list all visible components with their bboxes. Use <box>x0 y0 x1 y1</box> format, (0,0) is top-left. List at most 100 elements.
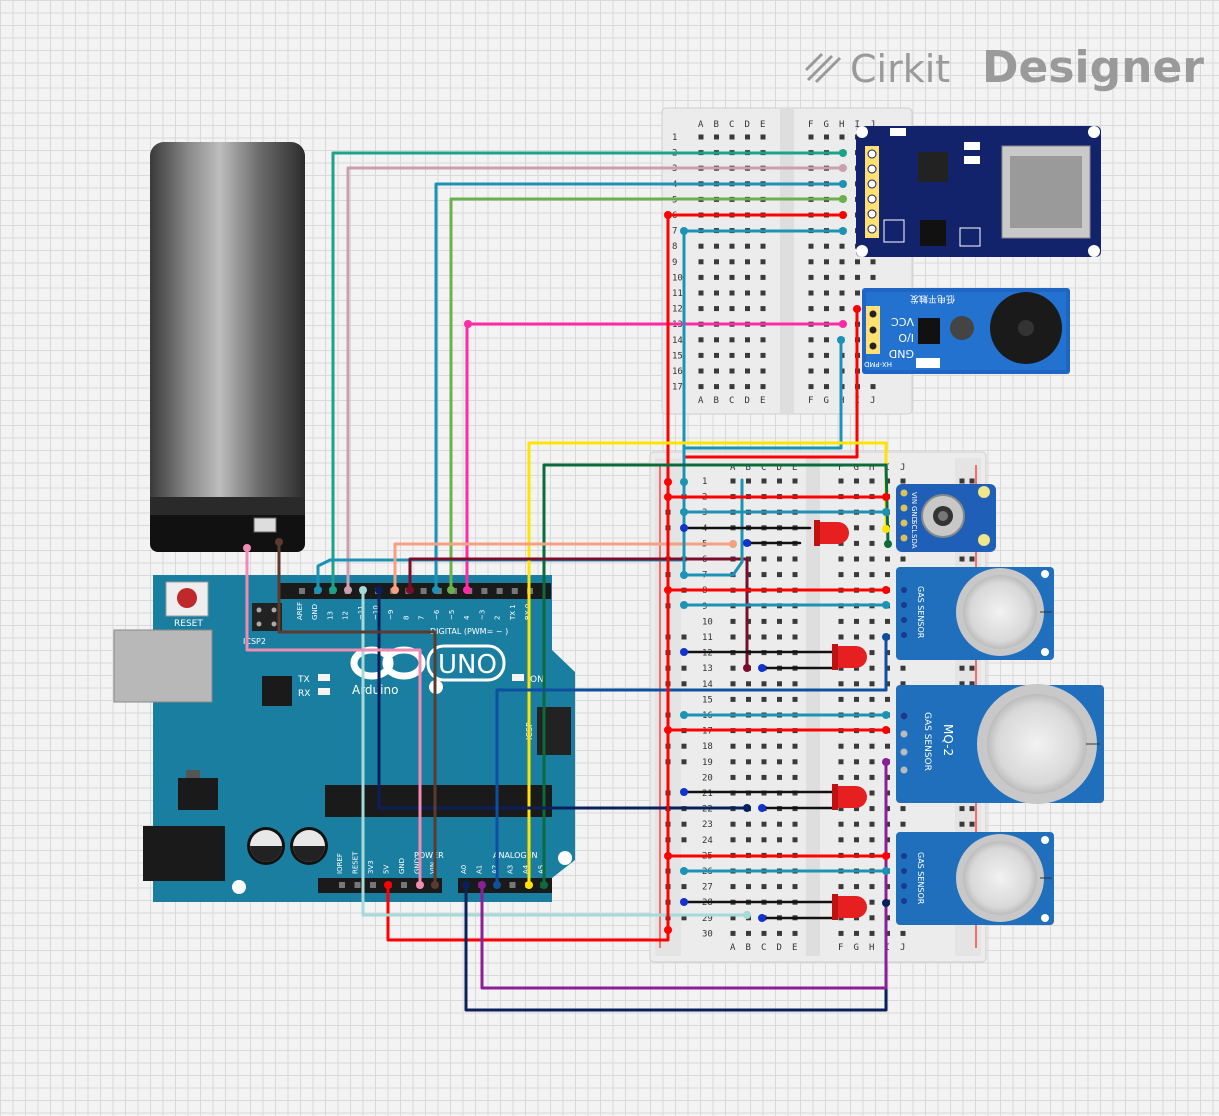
breadboard-hole <box>730 665 736 671</box>
wire-endpoint <box>839 211 847 219</box>
breadboard-hole <box>854 821 859 827</box>
breadboard-hole <box>792 743 798 749</box>
wire-endpoint <box>375 586 383 594</box>
wire-endpoint <box>464 320 472 328</box>
breadboard-hole <box>760 352 766 358</box>
breadboard-hole <box>698 290 704 296</box>
gas-sensor-mq2[interactable]: GAS SENSOR MQ-2 <box>896 684 1104 804</box>
header-pin[interactable] <box>339 882 345 888</box>
breadboard-hole <box>854 774 859 780</box>
rail-hole <box>681 837 687 843</box>
row-label: 15 <box>672 351 683 361</box>
column-label: B <box>714 120 719 130</box>
wire-endpoint <box>664 726 672 734</box>
led-4[interactable] <box>832 894 867 920</box>
pin-label: A4 <box>522 864 530 874</box>
wire-pin9-led <box>393 542 735 592</box>
breadboard-hole <box>730 478 736 484</box>
rail-hole <box>969 821 975 827</box>
led-3[interactable] <box>832 784 867 810</box>
breadboard-hole <box>777 930 782 936</box>
breadboard-hole <box>838 821 844 827</box>
breadboard-hole <box>885 556 890 562</box>
pin-label: ~5 <box>448 610 456 620</box>
breadboard-hole <box>869 899 875 905</box>
column-label: E <box>792 943 797 953</box>
power-bank[interactable] <box>150 142 305 552</box>
breadboard-hole <box>854 525 859 531</box>
breadboard-hole <box>885 696 890 702</box>
row-label: 17 <box>672 383 683 393</box>
row-label: 1 <box>672 133 677 143</box>
gas-sensor-3[interactable]: GAS SENSOR <box>896 832 1054 925</box>
header-pin[interactable] <box>481 588 488 594</box>
header-pin[interactable] <box>299 588 305 594</box>
breadboard-hole <box>869 681 875 687</box>
row-label: 1 <box>702 477 707 487</box>
ir-temperature-sensor[interactable]: VIN GND SCL SDA <box>896 484 996 552</box>
breadboard-hole <box>838 743 844 749</box>
breadboard-hole <box>745 368 750 374</box>
column-label: B <box>746 943 751 953</box>
breadboard-hole <box>777 618 782 624</box>
breadboard-hole <box>792 681 798 687</box>
column-label: G <box>854 943 859 953</box>
breadboard-hole <box>838 884 844 890</box>
wire-endpoint <box>680 648 688 656</box>
wire-endpoint <box>416 881 424 889</box>
wire-endpoint <box>680 508 688 516</box>
pin-label: ~9 <box>387 610 395 620</box>
breadboard-hole <box>746 759 751 765</box>
breadboard-hole <box>838 681 844 687</box>
header-pin[interactable] <box>511 588 518 594</box>
gas-sensor-1[interactable]: GAS SENSOR <box>896 567 1054 660</box>
usb-chip <box>262 676 292 706</box>
breadboard-hole <box>870 259 876 265</box>
buzzer-pin-vcc: VCC <box>891 315 914 328</box>
breadboard-hole <box>698 368 704 374</box>
rail-hole <box>969 665 975 671</box>
breadboard-hole <box>792 837 798 843</box>
header-pin[interactable] <box>509 882 516 888</box>
wire-buzzer-vcc <box>682 307 859 459</box>
breadboard-hole <box>869 759 875 765</box>
header-pin[interactable] <box>496 588 503 594</box>
row-label: 9 <box>672 258 677 268</box>
bb-led-jumpers <box>682 526 838 920</box>
led-2[interactable] <box>832 644 867 670</box>
breadboard-hole <box>714 352 719 358</box>
breadboard-hole <box>745 384 750 390</box>
buzzer-module[interactable]: VCC I/O GND 低电平触发 HX-PMD <box>862 288 1070 374</box>
wire-endpoint <box>525 881 533 889</box>
breadboard-hole <box>698 134 704 140</box>
breadboard-hole <box>760 368 766 374</box>
pin-label: 12 <box>342 611 350 620</box>
sd-card-module[interactable] <box>856 126 1101 257</box>
header-pin[interactable] <box>401 882 407 888</box>
header-pin[interactable] <box>420 588 427 594</box>
breadboard-hole <box>824 352 829 358</box>
breadboard-hole <box>839 274 845 280</box>
temp-pin-vin: VIN <box>910 492 918 504</box>
wire-endpoint <box>839 320 847 328</box>
wire-endpoint <box>447 586 455 594</box>
breadboard-hole <box>714 243 719 249</box>
breadboard-hole <box>698 259 704 265</box>
breadboard-hole <box>777 821 782 827</box>
breadboard-hole <box>729 368 735 374</box>
breadboard-hole <box>869 540 875 546</box>
breadboard-hole <box>900 556 906 562</box>
atmega-chip <box>325 785 552 817</box>
breadboard-hole <box>792 696 798 702</box>
header-pin[interactable] <box>354 882 361 888</box>
pin-label: 7 <box>418 616 426 620</box>
column-label: F <box>808 120 813 130</box>
column-label: H <box>839 120 844 130</box>
header-pin[interactable] <box>370 882 376 888</box>
row-label: 19 <box>702 758 713 768</box>
breadboard-hole <box>854 837 859 843</box>
reset-label: RESET <box>174 619 203 629</box>
breadboard-hole <box>730 915 736 921</box>
led-1[interactable] <box>814 520 849 546</box>
